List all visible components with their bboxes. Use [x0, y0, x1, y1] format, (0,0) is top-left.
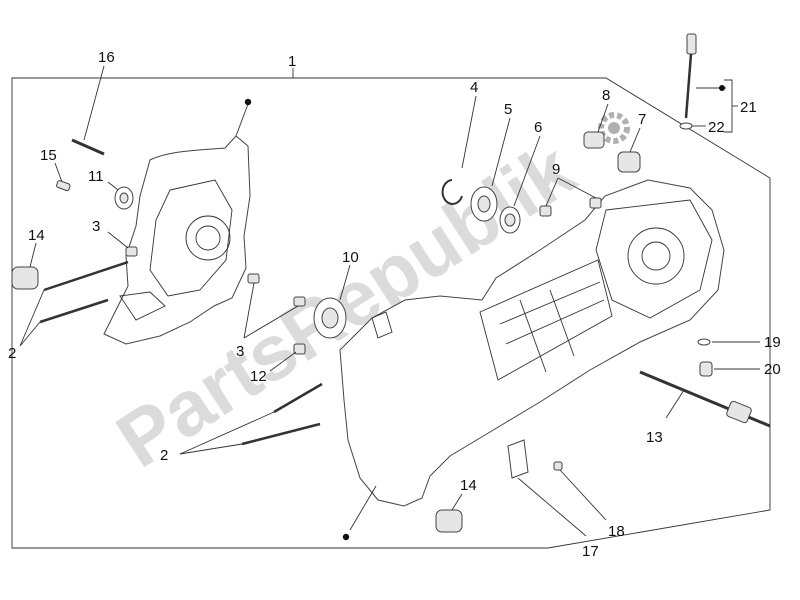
plate-17	[507, 439, 587, 537]
callout-20: 20	[764, 361, 781, 378]
callout-19: 19	[764, 334, 781, 351]
callout-3-center: 3	[236, 343, 244, 360]
callout-12: 12	[250, 368, 267, 385]
callout-2-left: 2	[8, 345, 16, 362]
left-crankcase-half	[103, 98, 252, 345]
callout-15: 15	[40, 147, 57, 164]
callout-5: 5	[504, 101, 512, 118]
oil-seal-6	[499, 135, 541, 234]
callout-9: 9	[552, 161, 560, 178]
callout-22: 22	[708, 119, 725, 136]
bushings-3-center	[243, 273, 306, 339]
callout-1: 1	[288, 53, 296, 70]
callout-2-lower: 2	[160, 447, 168, 464]
callout-6: 6	[534, 119, 542, 136]
bushing-3-left	[107, 231, 138, 257]
callout-16: 16	[98, 49, 115, 66]
bushing-7	[617, 127, 641, 173]
washer-19	[697, 338, 760, 346]
bearing-5	[470, 117, 511, 222]
plug-20	[699, 361, 760, 377]
dowels-9	[539, 177, 602, 217]
studs-2-lower	[179, 382, 323, 455]
callout-13: 13	[646, 429, 663, 446]
callout-4: 4	[470, 79, 478, 96]
gear-shaft-13	[639, 370, 771, 428]
circlip-4	[441, 95, 477, 205]
gear-logo-icon	[598, 112, 630, 144]
studs-2-left	[19, 260, 129, 347]
callout-14-upper: 14	[28, 227, 45, 244]
oil-seal-11	[107, 181, 134, 210]
callout-14-lower: 14	[460, 477, 477, 494]
silent-block-14-upper	[11, 242, 39, 290]
callout-3-left: 3	[92, 218, 100, 235]
callout-labels: 1 16 15 11 14 3 2 3 12 10 2 4 5 6 8 7 9 …	[8, 49, 781, 560]
dipstick-21	[684, 33, 738, 133]
bushing-12	[269, 343, 306, 372]
callout-7: 7	[638, 111, 646, 128]
bushing-8	[583, 103, 609, 149]
long-stud-bolt-16	[71, 65, 105, 156]
callout-17: 17	[582, 543, 599, 560]
screw-18	[553, 461, 607, 521]
bearing-10	[313, 264, 351, 339]
dowel-pin-15	[54, 162, 71, 192]
silent-block-14-lower	[435, 493, 463, 533]
assembly-frame	[11, 77, 771, 549]
callout-21: 21	[740, 99, 757, 116]
callout-18: 18	[608, 523, 625, 540]
callout-10: 10	[342, 249, 359, 266]
callout-8: 8	[602, 87, 610, 104]
washer-22	[679, 122, 706, 130]
callout-11: 11	[88, 168, 104, 185]
right-crankcase-half	[339, 179, 725, 541]
